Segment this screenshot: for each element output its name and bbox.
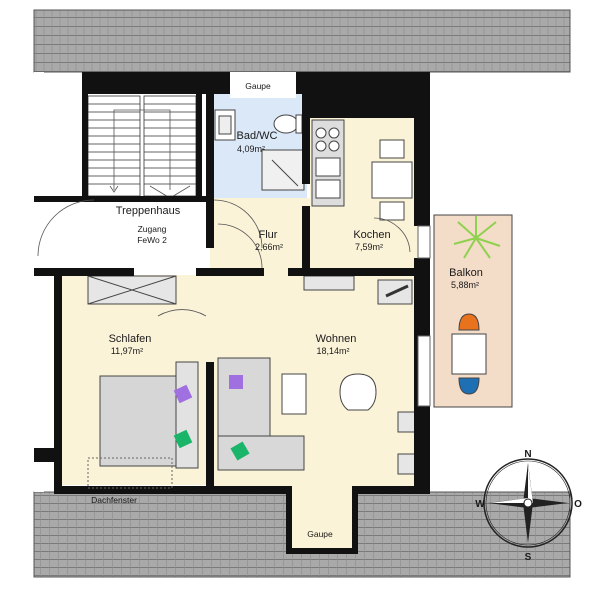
dachfenster-label: Dachfenster bbox=[91, 495, 137, 505]
schlafen-area: 11,97m² bbox=[111, 346, 143, 356]
balcony-floor bbox=[433, 214, 513, 408]
armchair bbox=[339, 373, 377, 411]
sofa-purple-cushion bbox=[229, 375, 243, 389]
bad-area: 4,09m² bbox=[237, 144, 265, 154]
fewo-label: FeWo 2 bbox=[137, 235, 167, 245]
wall-cabinet bbox=[303, 275, 355, 291]
flur-area: 2,66m² bbox=[255, 242, 283, 252]
sofa bbox=[217, 357, 305, 471]
treppenhaus-label: Treppenhaus bbox=[116, 205, 181, 217]
gaupe-bottom-label: Gaupe bbox=[307, 529, 333, 539]
kochen-area: 7,59m² bbox=[355, 242, 383, 252]
plant-icon bbox=[453, 216, 501, 259]
purple-cushion bbox=[173, 384, 193, 404]
wohnen-area: 18,14m² bbox=[316, 346, 349, 356]
sofa-green-cushion bbox=[230, 441, 250, 461]
bad-label: Bad/WC bbox=[237, 130, 278, 142]
balkon-area: 5,88m² bbox=[451, 280, 479, 290]
flur-label: Flur bbox=[259, 229, 278, 241]
lamp bbox=[385, 284, 409, 298]
windows bbox=[87, 225, 431, 489]
gaupe-top-label: Gaupe bbox=[245, 81, 271, 91]
coffee-table bbox=[281, 373, 307, 415]
dining-set bbox=[371, 139, 413, 221]
door-swings bbox=[37, 199, 411, 317]
compass-s: S bbox=[525, 552, 532, 563]
green-cushion bbox=[173, 429, 193, 449]
compass-w: W bbox=[475, 499, 485, 510]
kochen-label: Kochen bbox=[353, 229, 390, 241]
balkon-label: Balkon bbox=[449, 267, 483, 279]
schlafen-label: Schlafen bbox=[109, 333, 152, 345]
bottom-dormer bbox=[292, 486, 352, 552]
compass-n: N bbox=[524, 449, 531, 460]
compass-rose-icon: N S W O bbox=[475, 449, 582, 563]
bath-fixtures bbox=[214, 109, 305, 191]
walls bbox=[34, 72, 430, 554]
kitchen-counter bbox=[311, 119, 345, 207]
staircase bbox=[87, 95, 197, 199]
stair-landing bbox=[60, 198, 210, 268]
zugang-label: Zugang bbox=[138, 224, 167, 234]
compass-o: O bbox=[574, 499, 582, 510]
top-dormer bbox=[230, 72, 296, 98]
balcony-furniture bbox=[451, 313, 487, 395]
wohnen-label: Wohnen bbox=[316, 333, 357, 345]
